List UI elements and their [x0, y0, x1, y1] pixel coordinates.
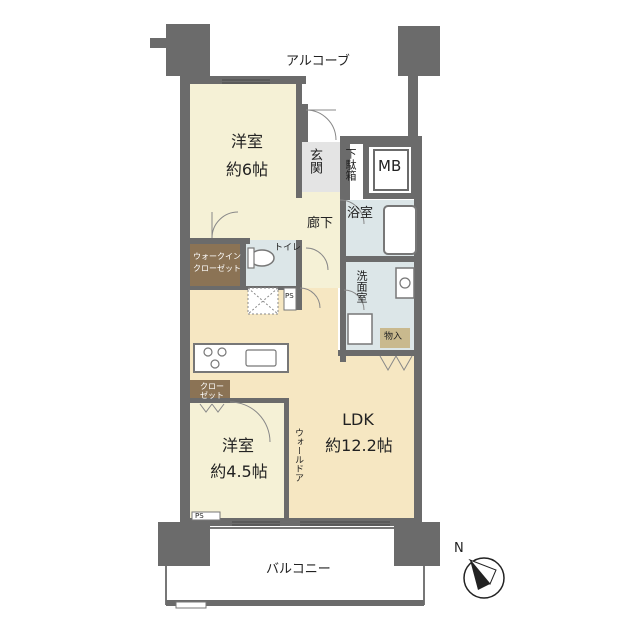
entrance-floor: [300, 142, 340, 192]
storage-label: 物入: [384, 332, 403, 342]
balcony-slot: [175, 601, 207, 609]
western-room-1-floor: [190, 82, 300, 240]
western-room-1-name: 洋室: [230, 132, 263, 151]
ldk-name: LDK: [342, 410, 374, 429]
wall-door-label: ウォールドア: [293, 428, 303, 482]
shoe-box-label: 下駄箱: [344, 148, 357, 181]
ps-lower-label: PS: [195, 512, 204, 520]
column-bottom-right: [394, 522, 440, 566]
ps-upper-label: PS: [285, 292, 294, 300]
stove-burners: [203, 347, 227, 369]
toilet-label: トイレ: [274, 243, 302, 253]
kitchen-sink: [245, 349, 277, 367]
basin-bowl: [399, 277, 411, 289]
column-top-left-notch: [150, 38, 168, 48]
walk-in-closet-floor: [190, 244, 242, 288]
closet-label-1: クロー: [200, 382, 224, 391]
refrigerator-x1: [247, 287, 279, 315]
door-swings: [199, 109, 413, 443]
balcony-label: バルコニー: [266, 562, 331, 577]
balcony-rail: [166, 600, 424, 606]
entrance-label: 玄関: [307, 148, 322, 174]
western-room-1-size: 約6帖: [225, 160, 269, 179]
closet-floor: [190, 380, 230, 402]
storage-floor: [380, 328, 410, 348]
column-top-left: [166, 24, 210, 76]
alcove-label: アルコーブ: [286, 54, 350, 69]
ps-upper-box: [283, 287, 297, 311]
compass-north-label: N: [454, 541, 464, 556]
ldk-size: 約12.2帖: [325, 436, 393, 455]
column-bottom-left: [158, 522, 210, 566]
closet-label-2: ゼット: [200, 391, 224, 400]
ps-lower-box: [191, 511, 221, 521]
hallway-label: 廊下: [307, 216, 334, 231]
compass-icon: [463, 557, 505, 599]
refrigerator-x2: [247, 287, 279, 315]
western-room-2-floor: [190, 402, 286, 520]
washroom-label: 洗面室: [355, 270, 368, 303]
western-room-2-name: 洋室: [221, 436, 254, 455]
bath-label: 浴室: [347, 206, 374, 221]
walk-in-closet-label-1: ウォークイン: [193, 252, 241, 261]
column-top-right: [398, 26, 440, 76]
mb-label: MB: [378, 157, 402, 175]
bathtub: [383, 205, 417, 255]
washer-space: [347, 313, 373, 345]
walk-in-closet-label-2: クローゼット: [193, 264, 241, 273]
window-marks: [222, 79, 390, 526]
toilet-tank: [247, 247, 255, 269]
mb-box: [373, 149, 409, 191]
wash-basin: [395, 267, 415, 299]
western-room-2-size: 約4.5帖: [210, 462, 268, 481]
